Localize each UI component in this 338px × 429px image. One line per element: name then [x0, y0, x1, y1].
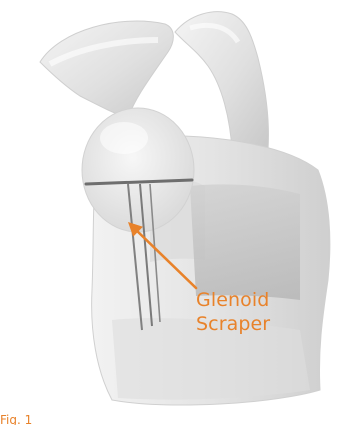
callout-line-2: Scraper: [196, 312, 270, 336]
blade-plate-shape: [190, 184, 300, 300]
acromion-shape: [40, 21, 173, 118]
glenoid-scraper-label: Glenoid Scraper: [196, 288, 270, 336]
figure-caption: Fig. 1: [0, 414, 60, 425]
callout-line-1: Glenoid: [196, 288, 270, 312]
coracoid-shape: [175, 12, 269, 150]
